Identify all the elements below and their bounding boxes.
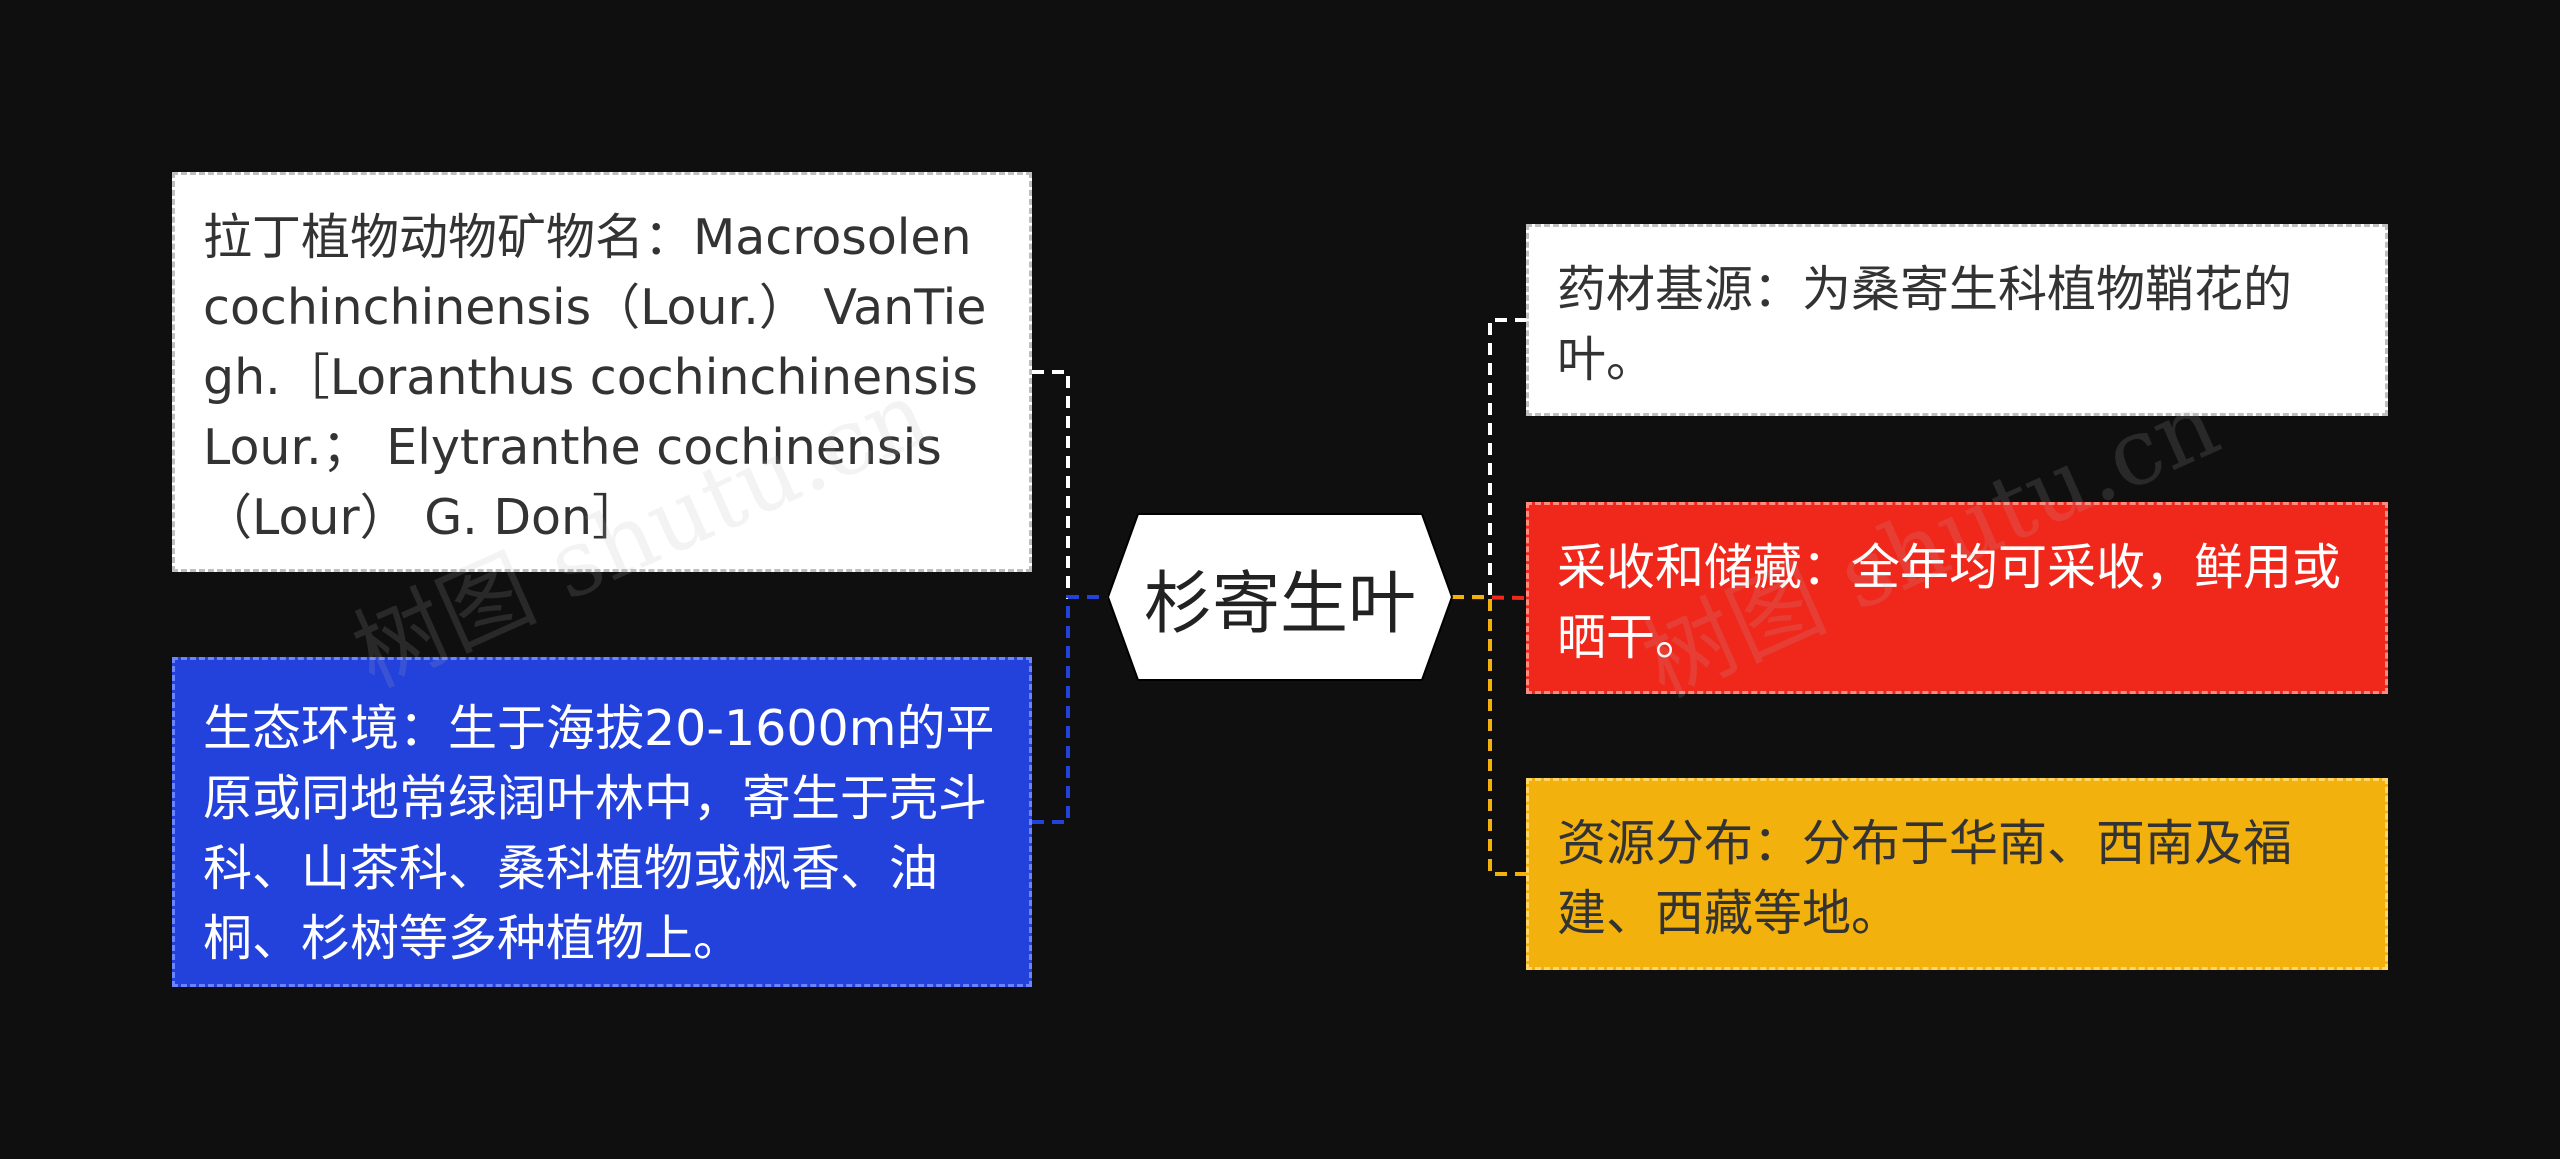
connector-ecology: [1032, 595, 1108, 824]
topic-ecology[interactable]: 生态环境：生于海拔20-1600m的平原或同地常绿阔叶林中，寄生于壳斗科、山茶科…: [172, 657, 1032, 987]
center-topic-label[interactable]: 杉寄生叶: [1143, 564, 1416, 644]
topic-medicinal-origin[interactable]: 药材基源：为桑寄生科植物鞘花的叶。: [1526, 224, 2388, 416]
topic-harvest-storage[interactable]: 采收和储藏：全年均可采收，鲜用或晒干。: [1526, 502, 2388, 694]
topic-latin-name[interactable]: 拉丁植物动物矿物名：Macrosolen cochinchinensis（Lou…: [172, 172, 1032, 572]
connector-latin: [1032, 370, 1108, 599]
connector-distribution: [1452, 595, 1526, 876]
topic-distribution[interactable]: 资源分布：分布于华南、西南及福建、西藏等地。: [1526, 778, 2388, 970]
connector-origin: [1452, 318, 1526, 599]
center-node-shape[interactable]: [1106, 513, 1454, 681]
connector-harvest: [1451, 595, 1527, 600]
